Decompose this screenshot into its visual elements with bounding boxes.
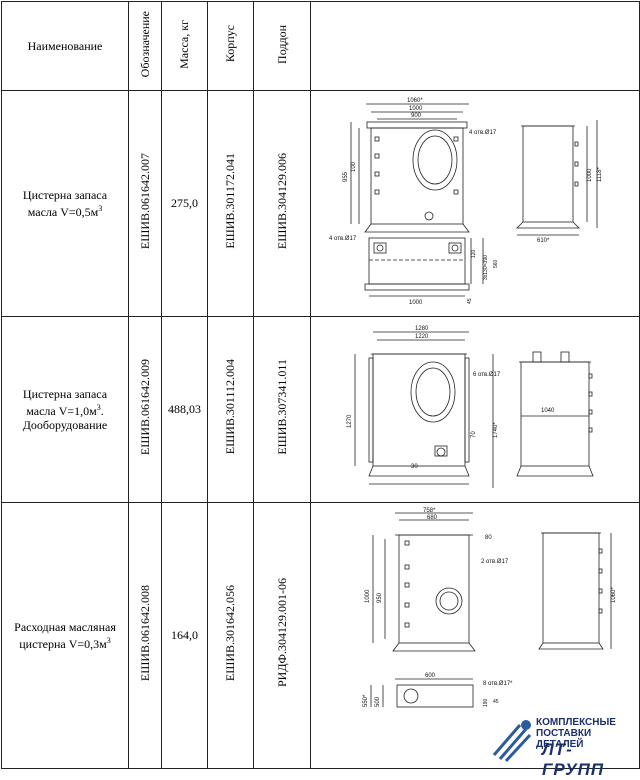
svg-text:190: 190 bbox=[483, 698, 489, 707]
svg-text:70: 70 bbox=[471, 430, 477, 437]
svg-text:2 отв.Ø17: 2 отв.Ø17 bbox=[481, 559, 509, 565]
svg-text:1118*: 1118* bbox=[597, 166, 603, 181]
svg-text:1270: 1270 bbox=[347, 413, 353, 427]
svg-text:1060*: 1060* bbox=[407, 98, 423, 104]
item-tray: ЕШИВ.304129.006 bbox=[253, 90, 311, 317]
logo-tagline: КОМПЛЕКСНЫЕ ПОСТАВКИ ДЕТАЛЕЙ bbox=[536, 717, 616, 750]
svg-text:1280: 1280 bbox=[415, 326, 429, 332]
tank-drawing-2: 1280 1220 6 отв.Ø17 1270 70 1740* 30 bbox=[347, 326, 594, 488]
svg-text:610*: 610* bbox=[537, 238, 550, 244]
svg-text:80: 80 bbox=[485, 535, 492, 541]
item-mass: 164,0 bbox=[161, 502, 208, 769]
item-drawing: 758* 680 80 2 отв.Ø17 1000 950 1060* bbox=[310, 502, 640, 769]
table-row: Цистерна запаса масла V=1,0м3. Дооборудо… bbox=[1, 316, 640, 503]
svg-text:1000: 1000 bbox=[409, 106, 423, 112]
svg-text:955: 955 bbox=[343, 171, 349, 182]
item-designation: ЕШИВ.061642.007 bbox=[128, 90, 162, 317]
logo-icon bbox=[492, 720, 532, 763]
item-designation: ЕШИВ.061642.009 bbox=[128, 316, 162, 503]
header-drawing bbox=[310, 1, 640, 91]
svg-text:45: 45 bbox=[493, 699, 499, 705]
item-body: ЕШИВ.301172.041 bbox=[207, 90, 254, 317]
company-logo: КОМПЛЕКСНЫЕ ПОСТАВКИ ДЕТАЛЕЙ ЛТ-ГРУПП bbox=[486, 713, 634, 779]
svg-text:900: 900 bbox=[411, 113, 422, 119]
svg-text:1040: 1040 bbox=[541, 408, 555, 414]
tank-drawing-1: 1060* 1000 900 4 отв.Ø17 100 955 bbox=[329, 98, 603, 306]
svg-text:1000: 1000 bbox=[587, 167, 593, 181]
svg-text:560: 560 bbox=[493, 259, 499, 268]
item-name: Цистерна запаса масла V=1,0м3. Дооборудо… bbox=[1, 316, 129, 503]
item-name: Расходная масляная цистерна V=0,3м3 bbox=[1, 502, 129, 769]
header-row: Наименование Обозначение Масса, кг Корпу… bbox=[1, 1, 640, 91]
svg-text:8 отв.Ø17*: 8 отв.Ø17* bbox=[483, 681, 513, 687]
svg-text:1740*: 1740* bbox=[493, 421, 499, 437]
svg-text:100: 100 bbox=[351, 161, 357, 172]
svg-text:45: 45 bbox=[467, 298, 473, 304]
svg-text:500: 500 bbox=[375, 696, 381, 707]
header-name: Наименование bbox=[1, 1, 129, 91]
table-row: Цистерна запаса масла V=0,5м3 ЕШИВ.06164… bbox=[1, 90, 640, 317]
svg-text:1060*: 1060* bbox=[611, 587, 617, 603]
item-tray: ЕШИВ.307341.011 bbox=[253, 316, 311, 503]
svg-text:6 отв.Ø17: 6 отв.Ø17 bbox=[473, 372, 501, 378]
item-mass: 488,03 bbox=[161, 316, 208, 503]
item-name: Цистерна запаса масла V=0,5м3 bbox=[1, 90, 129, 317]
header-tray: Поддон bbox=[253, 1, 311, 91]
svg-text:4 отв.Ø17: 4 отв.Ø17 bbox=[329, 236, 357, 242]
item-drawing: 1060* 1000 900 4 отв.Ø17 100 955 bbox=[310, 90, 640, 317]
logo-brand: ЛТ-ГРУПП bbox=[542, 740, 605, 779]
svg-text:1000: 1000 bbox=[409, 300, 423, 306]
item-body: ЕШИВ.301112.004 bbox=[207, 316, 254, 503]
header-body: Корпус bbox=[207, 1, 254, 91]
svg-text:600: 600 bbox=[425, 673, 436, 679]
table-row: Расходная масляная цистерна V=0,3м3 ЕШИВ… bbox=[1, 502, 640, 769]
svg-text:950: 950 bbox=[377, 592, 383, 603]
item-drawing: 1280 1220 6 отв.Ø17 1270 70 1740* 30 bbox=[310, 316, 640, 503]
svg-text:30: 30 bbox=[411, 464, 418, 470]
item-designation: ЕШИВ.061642.008 bbox=[128, 502, 162, 769]
svg-text:1000: 1000 bbox=[365, 589, 371, 603]
tank-drawing-3: 758* 680 80 2 отв.Ø17 1000 950 1060* bbox=[363, 508, 617, 708]
header-mass: Масса, кг bbox=[161, 1, 208, 91]
svg-text:1220: 1220 bbox=[415, 334, 429, 340]
header-designation: Обозначение bbox=[128, 1, 162, 91]
svg-text:4 отв.Ø17: 4 отв.Ø17 bbox=[469, 130, 497, 136]
svg-text:120: 120 bbox=[471, 249, 477, 258]
item-body: ЕШИВ.301642.056 bbox=[207, 502, 254, 769]
item-tray: РИДФ.304129.001-06 bbox=[253, 502, 311, 769]
svg-text:758*: 758* bbox=[423, 508, 436, 514]
svg-text:680: 680 bbox=[427, 515, 438, 521]
svg-text:550*: 550* bbox=[363, 694, 369, 707]
item-mass: 275,0 bbox=[161, 90, 208, 317]
svg-text:3x130=390: 3x130=390 bbox=[483, 254, 489, 279]
